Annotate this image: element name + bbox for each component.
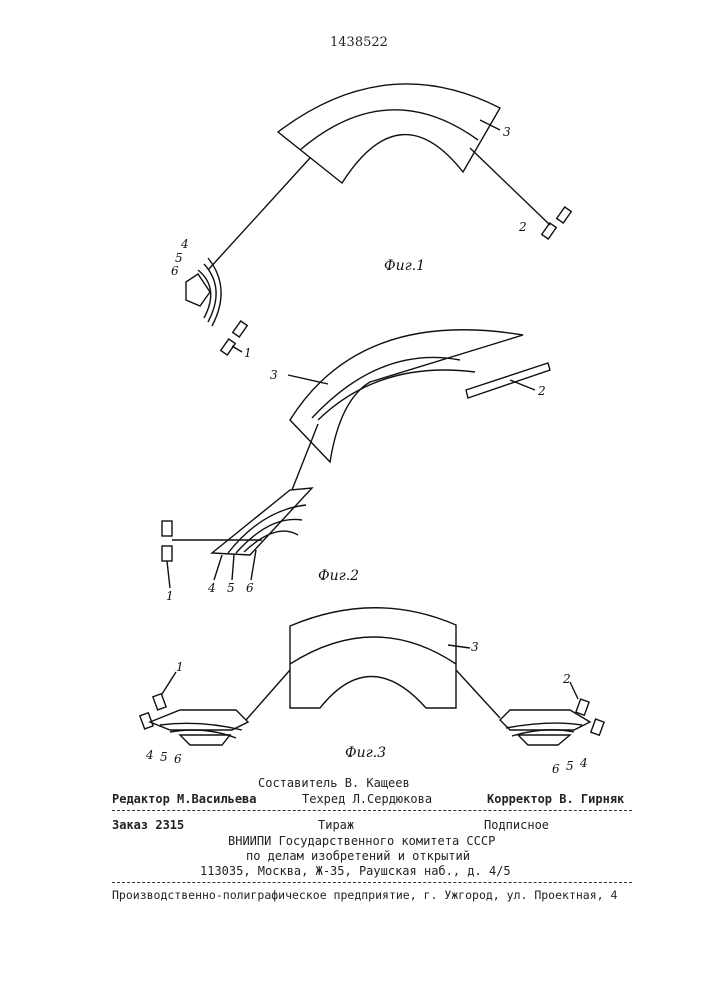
- imprint-techeditor: Техред Л.Сердюкова: [302, 792, 432, 806]
- imprint-editor: Редактор М.Васильева: [112, 792, 257, 806]
- imprint-corrector: Корректор В. Гирняк: [487, 792, 624, 806]
- fig3-label-1: 1: [176, 660, 184, 674]
- imprint-printer: Производственно-полиграфическое предприя…: [112, 888, 617, 902]
- fig3-caption: Фиг.3: [345, 745, 386, 761]
- fig3-beam-right: [456, 670, 500, 718]
- fig3-leader-2: [570, 682, 578, 699]
- fig3-right-element-2b: [591, 719, 604, 735]
- divider-bottom: [112, 882, 632, 883]
- fig3-left-element-4: [150, 710, 248, 730]
- fig3-right-element-2a: [576, 699, 589, 715]
- fig3-right-element-6b: [518, 735, 570, 745]
- imprint-subscription: Подписное: [484, 818, 549, 832]
- imprint-circulation: Тираж: [318, 818, 354, 832]
- fig3-right-label-4: 4: [580, 756, 588, 770]
- fig3-label-3: 3: [471, 640, 479, 654]
- fig3-right-label-6: 6: [552, 762, 560, 776]
- fig3-beam-left: [246, 670, 290, 720]
- fig3-right-element-5: [506, 723, 582, 728]
- fig3-right-label-5: 5: [566, 759, 574, 773]
- imprint-org-line1: ВНИИПИ Государственного комитета СССР: [228, 834, 495, 848]
- fig3-lens-3: [290, 608, 456, 708]
- fig3-leader-3: [448, 645, 470, 648]
- imprint-org-line3: 113035, Москва, Ж-35, Раушская наб., д. …: [200, 864, 511, 878]
- imprint-order: Заказ 2315: [112, 818, 184, 832]
- fig3-leader-1: [162, 672, 176, 694]
- imprint-org-line2: по делам изобретений и открытий: [246, 849, 470, 863]
- fig3-label-2: 2: [563, 672, 571, 686]
- fig3-left-label-5: 5: [160, 750, 168, 764]
- fig3-left-element-1b: [140, 713, 153, 729]
- fig3-left-label-4: 4: [146, 748, 154, 762]
- imprint-compiler: Составитель В. Кащеев: [258, 776, 410, 790]
- fig3-left-element-1a: [153, 694, 166, 710]
- fig3-inner-arc: [290, 637, 456, 664]
- divider-top: [112, 810, 632, 811]
- fig3-left-element-6b: [180, 735, 230, 745]
- fig3-left-element-6: [170, 730, 236, 738]
- fig3-left-label-6: 6: [174, 752, 182, 766]
- fig3-left-element-5: [160, 723, 242, 730]
